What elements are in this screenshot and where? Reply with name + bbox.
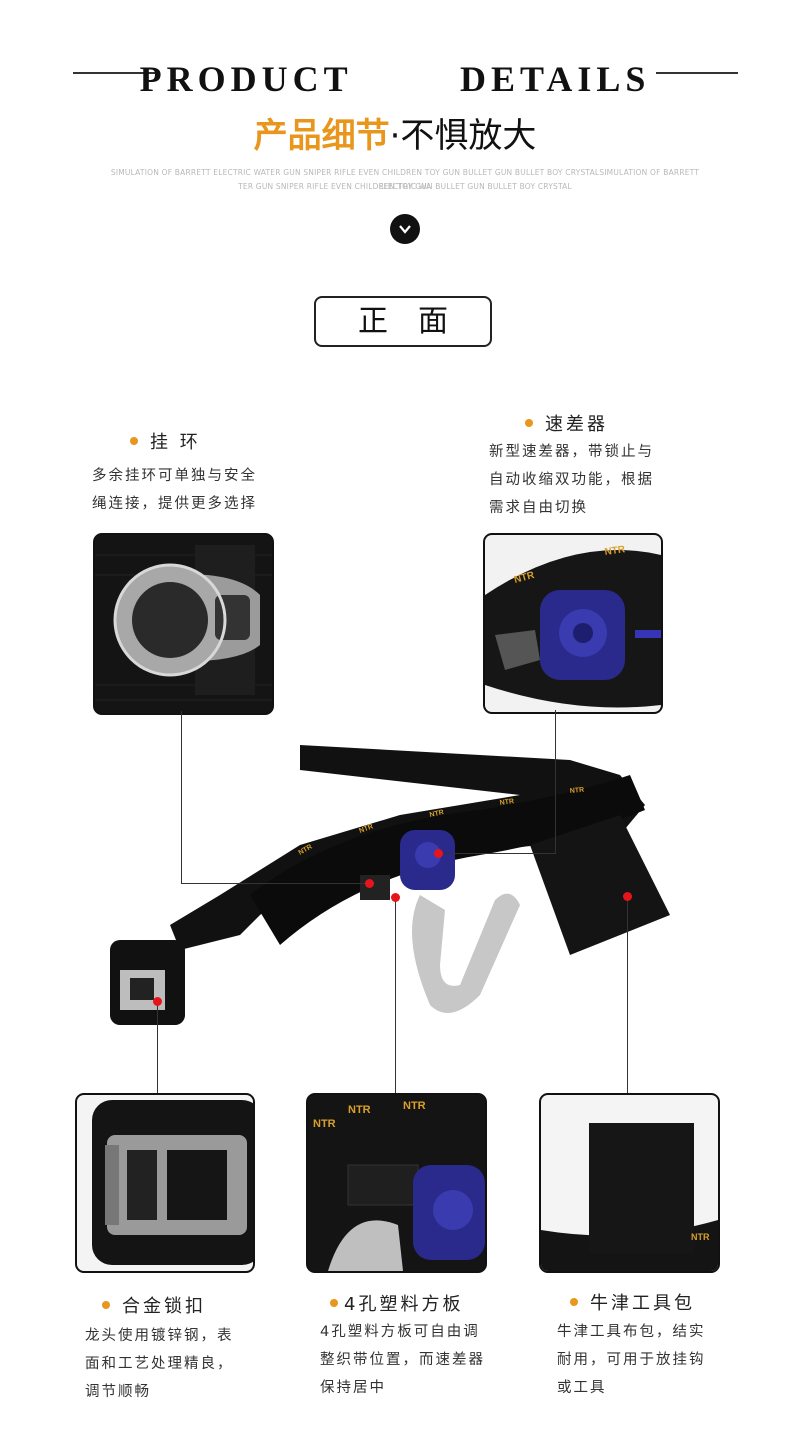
feature-desc-ring: 多余挂环可单独与安全绳连接，提供更多选择 xyxy=(92,468,257,512)
svg-text:NTR: NTR xyxy=(570,787,585,795)
main-belt-image: NTR NTR NTR NTR NTR xyxy=(110,745,670,1025)
connector-retractor-vertical xyxy=(555,710,556,854)
marker-pouch xyxy=(623,892,632,901)
feature-desc-buckle: 龙头使用镀锌钢，表面和工艺处理精良，调节顺畅 xyxy=(85,1328,234,1400)
svg-text:NTR: NTR xyxy=(604,544,627,558)
feature-desc-retractor: 新型速差器，带锁止与自动收缩双功能，根据需求自由切换 xyxy=(489,444,654,516)
bullet-dot xyxy=(330,1299,338,1307)
connector-pouch-vertical xyxy=(627,896,628,1093)
connector-plate-vertical xyxy=(395,897,396,1093)
svg-text:NTR: NTR xyxy=(499,798,514,807)
marker-ring xyxy=(365,879,374,888)
title-cn-rest: 不惧放大 xyxy=(400,116,537,156)
connector-ring-vertical xyxy=(181,711,182,884)
title-cn-highlight: 产品细节 xyxy=(253,116,390,156)
feature-desc-pouch: 牛津工具布包，结实耐用，可用于放挂钩或工具 xyxy=(557,1324,706,1396)
photo-buckle-closeup xyxy=(75,1093,255,1273)
svg-text:NTR: NTR xyxy=(513,570,536,586)
feature-title-pouch: 牛津工具包 xyxy=(570,1289,695,1315)
svg-text:NTR: NTR xyxy=(429,809,445,819)
feature-title-buckle: 合金锁扣 xyxy=(102,1292,206,1318)
feature-title-plate: 4孔塑料方板 xyxy=(330,1290,463,1316)
chevron-down-icon[interactable] xyxy=(390,214,420,244)
marker-buckle xyxy=(153,997,162,1006)
feature-desc-plate: 4孔塑料方板可自由调整织带位置，而速差器保持居中 xyxy=(320,1324,485,1396)
connector-buckle-vertical xyxy=(157,1001,158,1093)
title-chinese: 产品细节·不惧放大 xyxy=(0,108,790,157)
marker-plate xyxy=(391,893,400,902)
bullet-dot xyxy=(130,437,138,445)
svg-text:NTR: NTR xyxy=(313,1118,336,1130)
bullet-dot xyxy=(570,1298,578,1306)
title-cn-sep: · xyxy=(389,116,401,156)
photo-ring-closeup xyxy=(93,533,274,715)
title-english: PRODUCT DETAILS xyxy=(139,59,651,99)
svg-text:NTR: NTR xyxy=(403,1100,426,1112)
feature-title-retractor: 速差器 xyxy=(525,410,608,436)
connector-retractor-horizontal xyxy=(439,853,556,854)
svg-text:NTR: NTR xyxy=(348,1104,371,1116)
bullet-dot xyxy=(102,1301,110,1309)
feature-title-ring: 挂 环 xyxy=(130,428,201,454)
svg-text:NTR: NTR xyxy=(691,1232,710,1242)
svg-text:NTR: NTR xyxy=(358,823,374,834)
header-rule-right xyxy=(656,72,738,74)
section-label-front: 正面 xyxy=(314,296,492,347)
fine-print-line1: SIMULATION OF BARRETT ELECTRIC WATER GUN… xyxy=(110,168,700,191)
photo-pouch-closeup: NTR xyxy=(539,1093,720,1273)
photo-plate-closeup: NTR NTR NTR xyxy=(306,1093,487,1273)
marker-retractor xyxy=(434,849,443,858)
header-rule-left xyxy=(73,72,155,74)
bullet-dot xyxy=(525,419,533,427)
fine-print-line2: TER GUN SNIPER RIFLE EVEN CHILDREN TOY G… xyxy=(238,182,572,191)
photo-retractor-closeup: NTR NTR xyxy=(483,533,663,714)
connector-ring-horizontal xyxy=(181,883,369,884)
